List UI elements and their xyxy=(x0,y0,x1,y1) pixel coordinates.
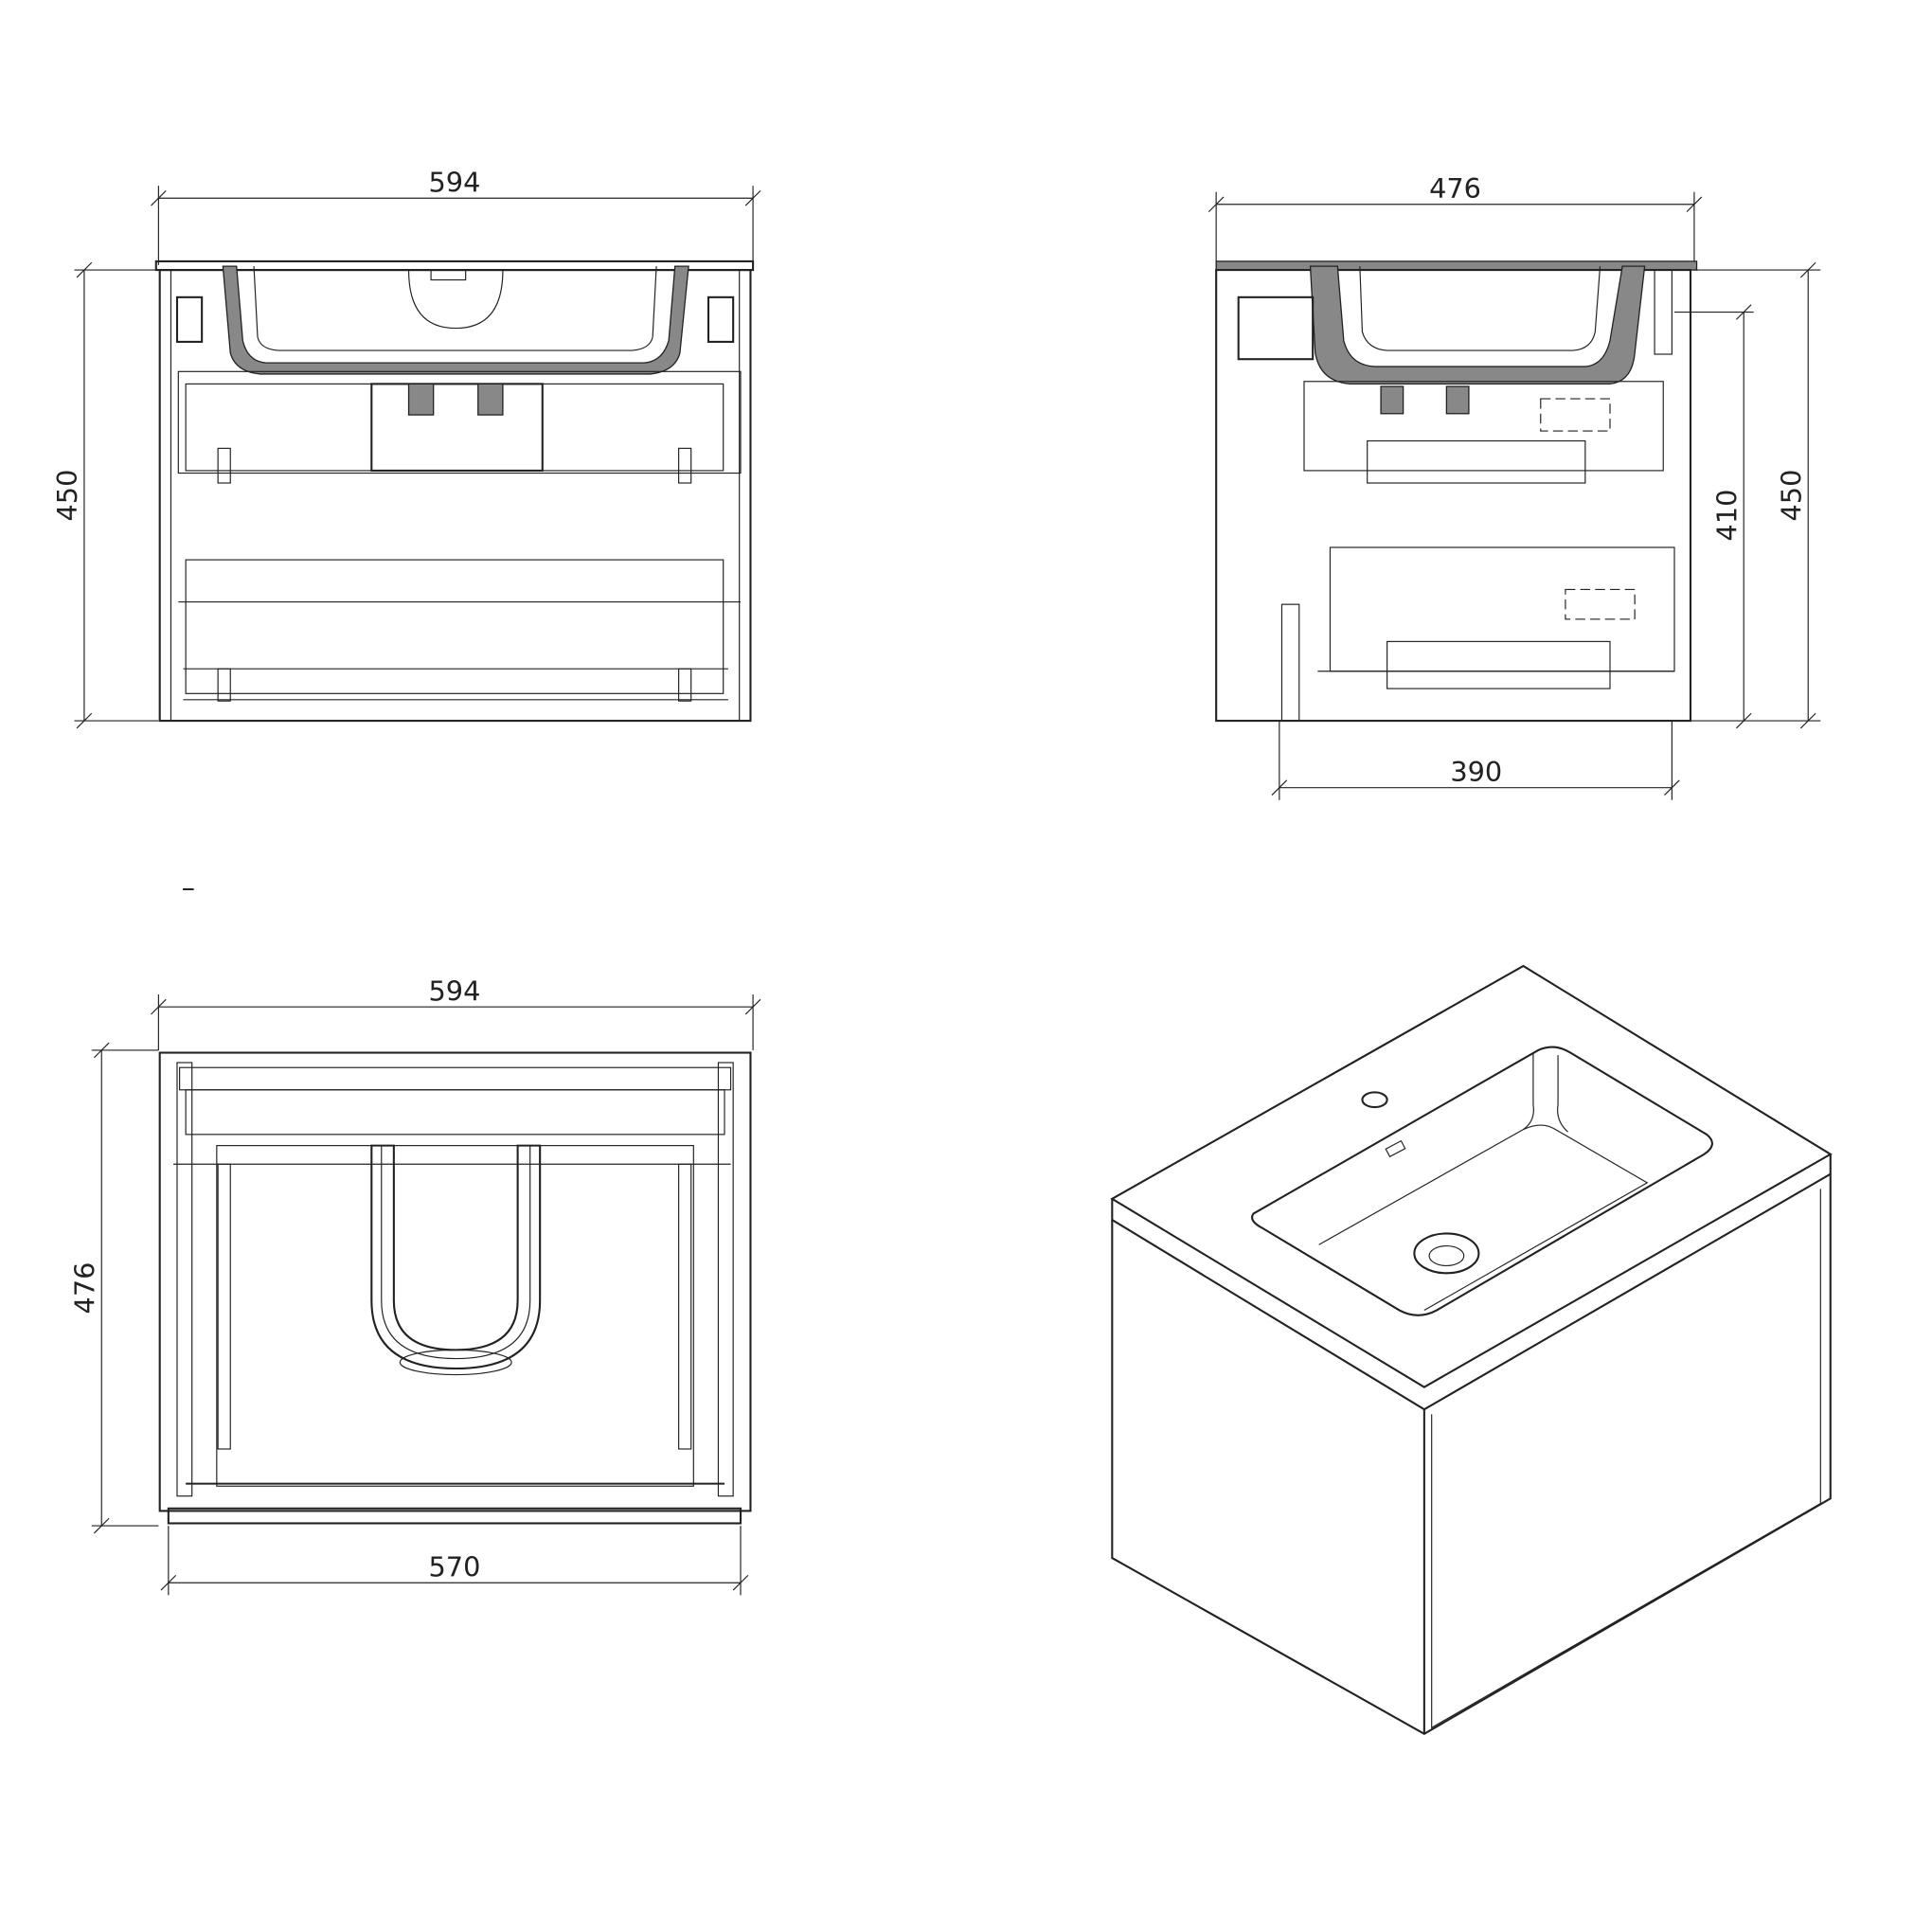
isometric-view xyxy=(1110,964,1833,1735)
top-view: 594 476 570 xyxy=(68,975,761,1596)
dim-label-570: 570 xyxy=(428,1551,480,1583)
dim-label-594: 594 xyxy=(428,167,480,199)
dim-label-450: 450 xyxy=(51,470,83,522)
dimension-inner-width-top: 570 xyxy=(160,1526,749,1596)
dimension-height-side: 450 xyxy=(1690,261,1821,729)
front-view: 594 450 xyxy=(51,167,761,729)
iso-tap-hole xyxy=(1361,1091,1388,1109)
dimension-depth-side: 476 xyxy=(1208,172,1703,265)
cabinet-outline-top xyxy=(158,1051,752,1512)
dim-label-594-top: 594 xyxy=(428,975,480,1008)
dim-label-410: 410 xyxy=(1710,490,1743,542)
dim-label-476: 476 xyxy=(1429,172,1481,205)
dimension-inner-depth-side: 390 xyxy=(1271,721,1680,800)
dimension-height-front: 450 xyxy=(51,261,159,729)
cabinet-body-side xyxy=(1215,269,1692,723)
countertop xyxy=(154,259,755,272)
basin-section xyxy=(222,265,689,375)
iso-countertop xyxy=(1110,964,1833,1388)
dimension-depth-top: 476 xyxy=(68,1042,159,1534)
dim-label-450-side: 450 xyxy=(1775,470,1807,522)
dimension-width-front: 594 xyxy=(151,167,761,265)
dimension-width-top: 594 xyxy=(151,975,761,1050)
cabinet-body xyxy=(158,269,752,723)
dimension-inner-height-side: 410 xyxy=(1674,304,1754,729)
dim-label-476-top: 476 xyxy=(68,1262,100,1315)
dim-label-390: 390 xyxy=(1450,756,1502,788)
siphon-top xyxy=(370,1144,542,1370)
side-view: 476 450 410 390 xyxy=(1208,172,1821,800)
siphon xyxy=(370,383,544,472)
iso-cabinet xyxy=(1111,1173,1832,1735)
iso-drain xyxy=(1413,1232,1480,1275)
stray-mark: – xyxy=(182,871,195,903)
iso-basin xyxy=(1251,1046,1713,1316)
